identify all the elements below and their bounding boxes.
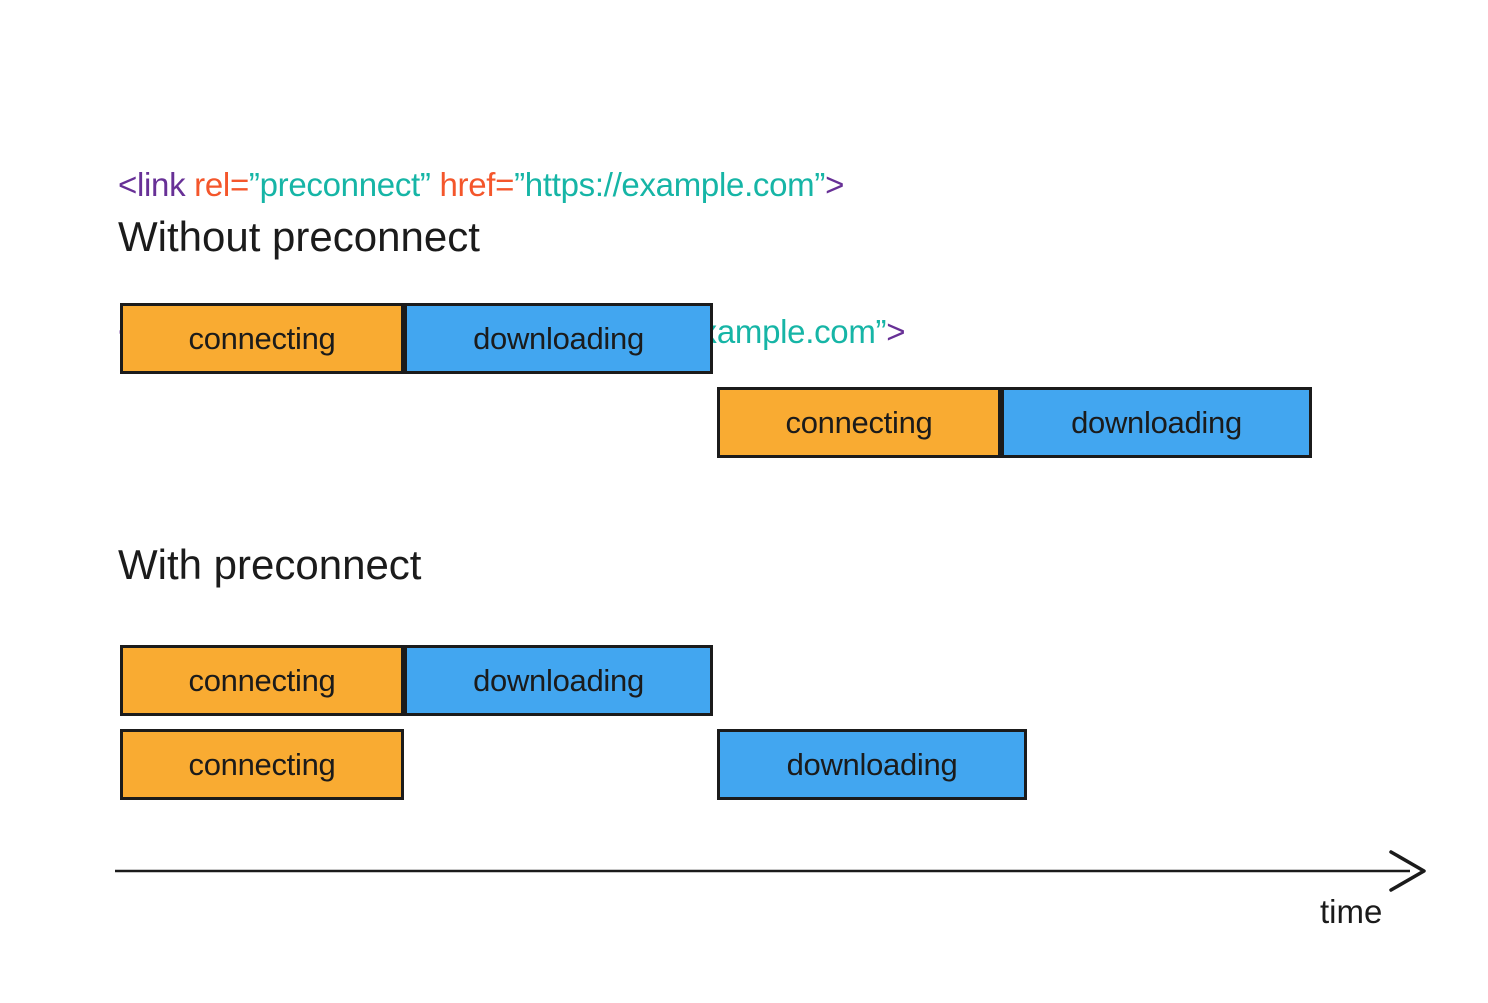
code-line-1: <link rel=”preconnect” href=”https://exa…: [118, 160, 905, 209]
timeline-bar-downloading: downloading: [1001, 387, 1312, 458]
timeline-bar-downloading: downloading: [404, 303, 713, 374]
bar-label: downloading: [473, 320, 644, 356]
bar-label: downloading: [1071, 404, 1242, 440]
tag-open-token: <link: [118, 166, 186, 203]
bar-label: connecting: [188, 746, 336, 782]
rel-value-token: ”preconnect”: [248, 166, 431, 203]
timeline-bar-connecting: connecting: [120, 729, 404, 800]
tag-close-token: >: [886, 313, 906, 350]
time-axis-label: time: [1320, 893, 1383, 930]
timeline-bar-connecting: connecting: [717, 387, 1001, 458]
bar-label: connecting: [188, 320, 336, 356]
section-title-without-preconnect: Without preconnect: [118, 213, 480, 260]
time-axis: [115, 850, 1426, 892]
bar-label: connecting: [785, 404, 933, 440]
bar-label: connecting: [188, 662, 336, 698]
timeline-bar-connecting: connecting: [120, 645, 404, 716]
arrow-right-icon: [1389, 850, 1426, 892]
section-title-with-preconnect: With preconnect: [118, 541, 422, 588]
bar-label: downloading: [473, 662, 644, 698]
timeline-bar-connecting: connecting: [120, 303, 404, 374]
href-attr-token: href=: [430, 166, 515, 203]
rel-attr-token: rel=: [185, 166, 249, 203]
bar-label: downloading: [786, 746, 958, 782]
tag-close-token: >: [825, 166, 845, 203]
timeline-bar-downloading: downloading: [717, 729, 1027, 800]
timeline-bar-downloading: downloading: [404, 645, 713, 716]
href-value-token: ”https://example.com”: [514, 166, 826, 203]
